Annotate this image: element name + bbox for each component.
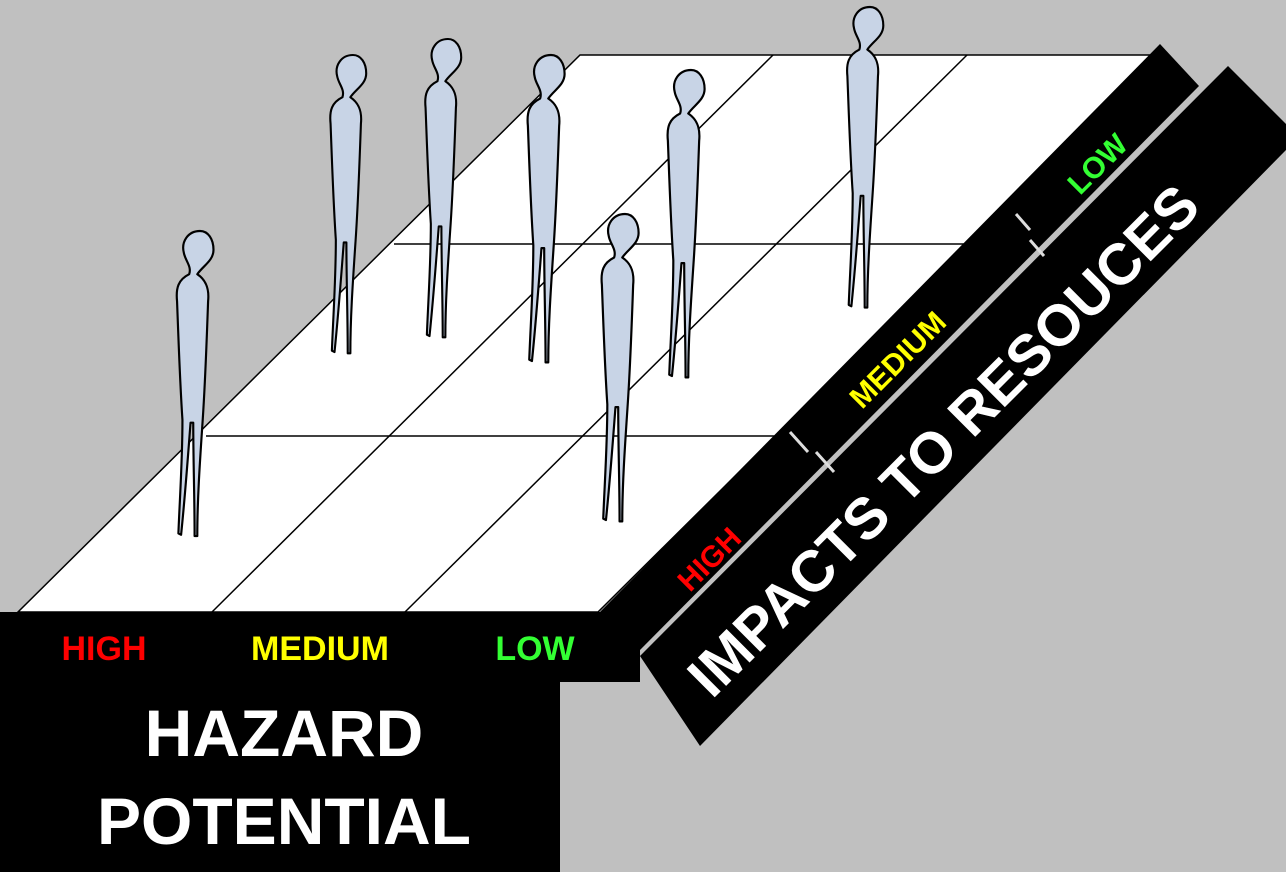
hazard-axis-band: HIGH MEDIUM LOW HAZARD POTENTIAL	[0, 612, 640, 872]
hazard-level-medium: MEDIUM	[251, 630, 389, 668]
hazard-axis-title-line1: HAZARD	[145, 696, 424, 770]
hazard-level-high: HIGH	[62, 630, 147, 668]
impact-level-divider-1	[788, 430, 810, 454]
hazard-level-low: LOW	[495, 630, 575, 668]
impact-level-divider-4	[1028, 239, 1046, 257]
impact-level-divider-2	[814, 450, 836, 474]
hazard-title-box	[0, 612, 560, 872]
impact-band-back	[600, 44, 1199, 650]
impact-band-front	[640, 66, 1286, 746]
impact-level-divider-3	[1014, 213, 1032, 231]
hazard-axis-title-line2: POTENTIAL	[97, 784, 471, 858]
